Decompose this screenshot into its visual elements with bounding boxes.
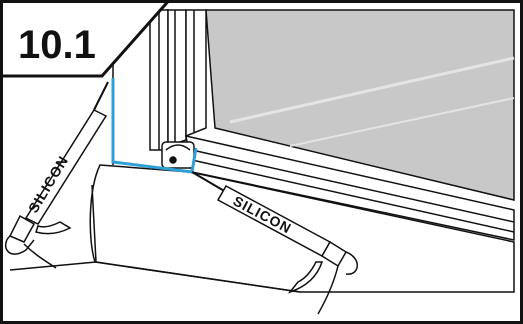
end-cap-bracket xyxy=(162,142,194,168)
vertical-frame-profile xyxy=(150,10,206,150)
step-number: 10.1 xyxy=(18,23,96,67)
